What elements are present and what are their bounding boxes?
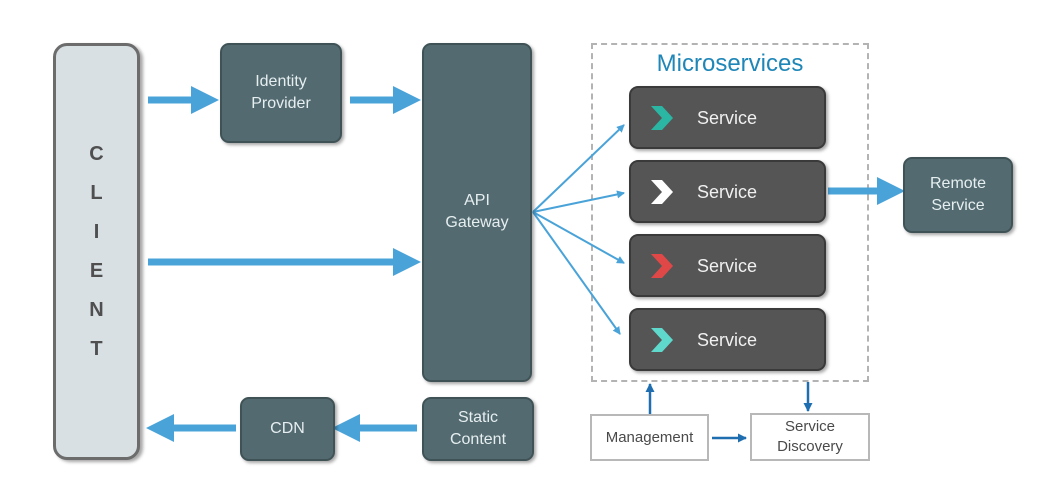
identity-provider-box[interactable]: Identity Provider xyxy=(220,43,342,143)
management-label: Management xyxy=(605,428,694,446)
api-gateway-label-line2: Gateway xyxy=(445,214,509,231)
cdn-label: CDN xyxy=(270,420,305,437)
chevron-icon xyxy=(651,327,673,352)
identity-provider-label-line2: Provider xyxy=(251,95,311,112)
static-content-label-line1: Static xyxy=(457,409,498,426)
service-label: Service xyxy=(697,107,758,128)
client-letter: L xyxy=(90,181,103,204)
chevron-icon xyxy=(651,179,673,204)
static-content-box[interactable]: Static Content xyxy=(422,397,534,461)
service-label: Service xyxy=(697,255,758,276)
client-letter: N xyxy=(89,298,104,321)
client-letter: C xyxy=(89,142,104,165)
microservices-title: Microservices xyxy=(656,50,804,77)
chevron-icon xyxy=(651,105,673,130)
chevron-shape xyxy=(651,253,673,278)
management-box[interactable]: Management xyxy=(590,414,709,461)
chevron-shape xyxy=(651,327,673,352)
client-letter: T xyxy=(90,337,103,360)
service-label: Service xyxy=(697,181,758,202)
service-label: Service xyxy=(697,329,758,350)
service-discovery-label-line2: Discovery xyxy=(777,438,843,455)
service-discovery-box[interactable]: Service Discovery xyxy=(750,413,870,461)
static-content-label-line2: Content xyxy=(449,431,507,448)
service-box[interactable]: Service xyxy=(629,86,826,149)
api-gateway-label-line1: API xyxy=(464,192,490,209)
service-box[interactable]: Service xyxy=(629,234,826,297)
identity-provider-label-line1: Identity xyxy=(255,73,307,90)
remote-service-box[interactable]: Remote Service xyxy=(903,157,1013,233)
remote-service-label-line2: Service xyxy=(931,197,985,214)
chevron-shape xyxy=(651,105,673,130)
client-letter: E xyxy=(89,259,104,282)
service-discovery-label-line1: Service xyxy=(784,418,836,435)
cdn-box[interactable]: CDN xyxy=(240,397,335,461)
api-gateway-box[interactable]: API Gateway xyxy=(422,43,532,382)
remote-service-label-line1: Remote xyxy=(929,175,987,192)
chevron-icon xyxy=(651,253,673,278)
service-box[interactable]: Service xyxy=(629,308,826,371)
chevron-shape xyxy=(651,179,673,204)
service-box[interactable]: Service xyxy=(629,160,826,223)
client-box[interactable]: C L I E N T xyxy=(53,43,140,460)
client-letter: I xyxy=(93,220,100,243)
